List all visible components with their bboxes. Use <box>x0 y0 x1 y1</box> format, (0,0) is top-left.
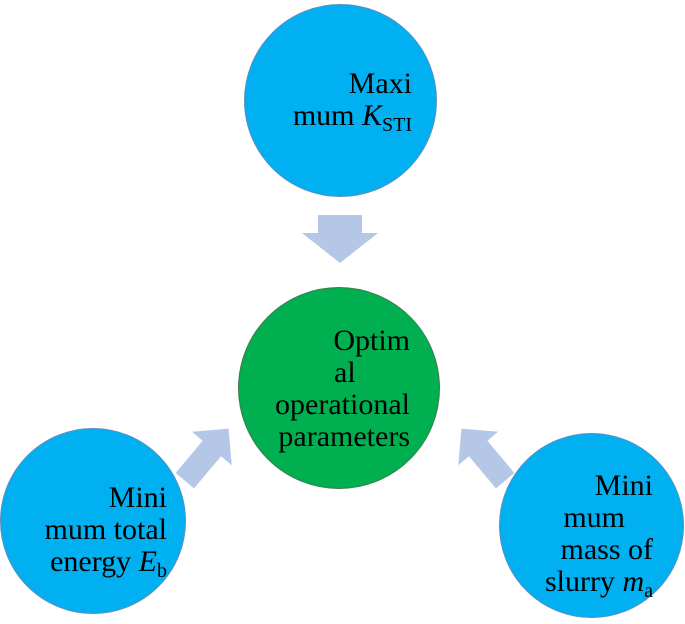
label-line: energy Eb <box>25 545 167 582</box>
label-line: Mini <box>108 481 167 514</box>
center-label: Optim al operational parameters <box>250 325 410 453</box>
label-text: mum <box>292 99 362 132</box>
block-arrow-up-left-icon <box>458 428 515 489</box>
variable-symbol: E <box>138 545 157 578</box>
center-circle <box>238 287 440 489</box>
objective-label-left: Mini mum total energy Eb <box>25 481 168 582</box>
variable-subscript: a <box>644 580 653 602</box>
label-line: parameters <box>278 420 410 453</box>
label-line: mass of <box>560 533 654 566</box>
label-line: mum total <box>44 513 168 546</box>
objective-label-right: Mini mum mass of slurry ma <box>505 469 654 602</box>
objective-label-top: Maxi mum KSTI <box>270 67 412 136</box>
label-line: Mini <box>594 469 653 502</box>
variable-symbol: K <box>361 99 382 132</box>
label-line: al <box>334 356 356 389</box>
variable-subscript: STI <box>382 114 412 136</box>
objective-circle-left <box>0 428 186 614</box>
label-line: operational <box>275 388 410 421</box>
label-line: mum <box>563 501 625 534</box>
label-line: Maxi <box>348 67 412 100</box>
label-text: slurry <box>544 565 623 598</box>
objective-circle-top <box>244 4 437 197</box>
block-arrow-up-right-icon <box>175 428 232 489</box>
block-arrow-down-icon <box>302 215 378 263</box>
label-line: Optim <box>333 324 410 357</box>
label-text: energy <box>50 545 139 578</box>
variable-symbol: m <box>622 565 645 598</box>
variable-subscript: b <box>157 560 167 582</box>
objective-circle-right <box>499 433 684 618</box>
label-line: slurry ma <box>505 565 653 602</box>
label-line: mum KSTI <box>270 99 412 136</box>
